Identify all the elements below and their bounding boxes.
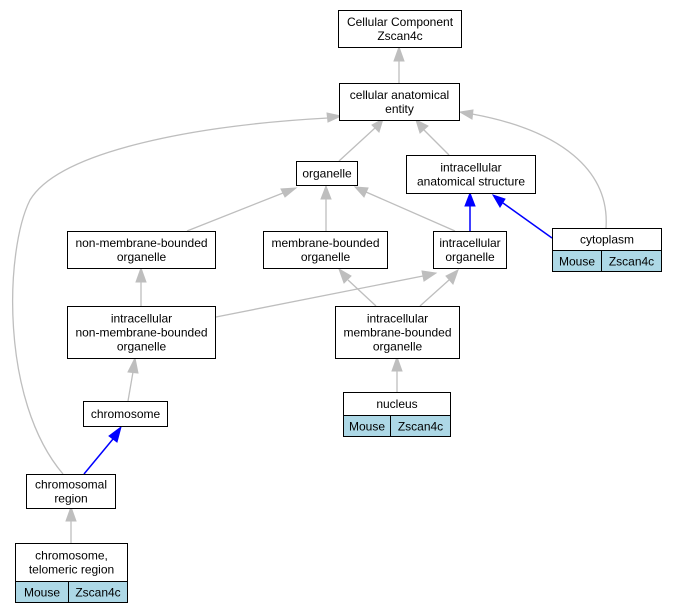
- edge-organelle-to-cae: [338, 127, 376, 162]
- arrowhead: [326, 112, 343, 123]
- species-tag-label: Mouse: [349, 420, 385, 434]
- arrowhead: [280, 187, 298, 198]
- node-label-line: organelle: [117, 250, 167, 264]
- node-chrom[interactable]: chromosome: [83, 401, 168, 427]
- node-box: [433, 231, 507, 269]
- node-label-line: intracellular: [111, 312, 172, 326]
- species-tag-label: Mouse: [559, 255, 595, 269]
- node-label-line: chromosomal: [35, 478, 107, 492]
- gene-tag: [390, 415, 451, 437]
- species-tag-label: Mouse: [24, 586, 60, 600]
- arrowhead: [371, 117, 384, 133]
- node-label-line: non-membrane-bounded: [75, 236, 207, 250]
- node-box: [339, 83, 460, 121]
- edge-io-to-organelle: [365, 191, 456, 232]
- node-organelle[interactable]: organelle: [296, 161, 358, 186]
- node-label-line: intracellular: [440, 161, 501, 175]
- node-box: [263, 231, 388, 269]
- node-label-line: telomeric region: [29, 563, 114, 577]
- node-label-line: nucleus: [376, 397, 417, 411]
- arrowhead: [458, 109, 474, 120]
- arrowhead: [491, 194, 506, 208]
- node-label-line: organelle: [301, 250, 351, 264]
- arrowhead: [393, 45, 405, 62]
- node-box: [406, 155, 536, 194]
- gene-tag-label: Zscan4c: [609, 255, 654, 269]
- node-label-line: region: [54, 492, 87, 506]
- node-box: [67, 306, 216, 359]
- gene-tag: [601, 250, 662, 272]
- edge-chromreg-to-cae: [12, 117, 329, 475]
- node-label-line: membrane-bounded: [271, 236, 379, 250]
- arrowhead: [320, 184, 332, 200]
- arrowhead: [135, 266, 147, 283]
- node-box: [15, 543, 128, 582]
- node-label-line: Cellular Component: [347, 15, 454, 29]
- gene-tag-label: Zscan4c: [398, 420, 443, 434]
- node-box: [338, 10, 462, 48]
- arrowhead: [108, 425, 122, 443]
- arrowhead: [391, 355, 403, 372]
- node-label-line: organelle: [302, 167, 352, 181]
- node-label-line: entity: [385, 102, 414, 116]
- edges: [12, 45, 607, 543]
- edge-imbo-to-mbo: [347, 279, 377, 307]
- node-label-line: intracellular: [367, 312, 428, 326]
- node-label-line: chromosome,: [35, 549, 108, 563]
- node-label-line: intracellular: [439, 236, 500, 250]
- node-label-line: membrane-bounded: [343, 326, 451, 340]
- node-label-line: organelle: [373, 340, 423, 354]
- node-inmbo[interactable]: intracellularnon-membrane-boundedorganel…: [67, 306, 216, 359]
- node-label-line: Zscan4c: [377, 29, 422, 43]
- gene-tag-label: Zscan4c: [75, 586, 120, 600]
- node-box: [335, 306, 460, 359]
- arrowhead: [353, 186, 369, 198]
- node-label-line: organelle: [445, 250, 495, 264]
- edge-cyto-to-ias: [502, 202, 553, 239]
- node-label-line: cellular anatomical: [350, 88, 449, 102]
- edge-cyto-to-cae: [471, 113, 607, 229]
- node-box: [296, 161, 358, 186]
- arrowhead: [127, 356, 139, 374]
- node-label-line: non-membrane-bounded: [75, 326, 207, 340]
- edge-imbo-to-io: [419, 279, 450, 307]
- arrowhead: [421, 270, 438, 282]
- edge-chrom-to-inmbo: [127, 371, 134, 402]
- arrowhead: [464, 191, 476, 207]
- node-label-line: chromosome: [91, 407, 161, 421]
- gene-tag: [68, 581, 128, 603]
- node-label-line: organelle: [117, 340, 167, 354]
- node-box: [67, 231, 216, 269]
- arrowhead: [445, 268, 459, 285]
- arrowhead: [65, 505, 77, 522]
- edge-ias-to-cae: [423, 129, 450, 156]
- node-box: [83, 401, 168, 427]
- node-label-line: cytoplasm: [580, 233, 634, 247]
- node-label-line: anatomical structure: [417, 175, 525, 189]
- arrowhead: [338, 267, 352, 284]
- arrowhead: [415, 119, 429, 134]
- edge-inmbo-to-io: [215, 275, 424, 318]
- node-box: [26, 474, 116, 509]
- edge-nmbo-to-organelle: [186, 192, 284, 232]
- edge-chromreg-to-chrom: [83, 438, 114, 475]
